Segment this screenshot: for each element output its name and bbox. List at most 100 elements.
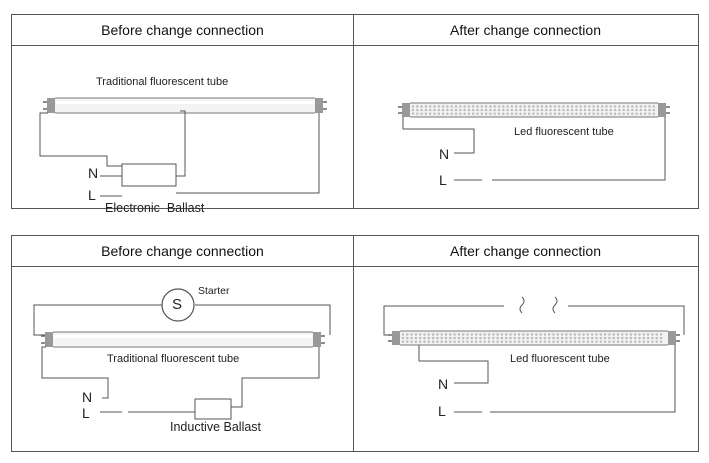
led-chip <box>613 108 617 112</box>
led-chip <box>652 112 655 115</box>
led-chip <box>450 105 453 108</box>
led-chip <box>601 105 604 108</box>
led-chip <box>591 340 594 343</box>
led-chip <box>532 112 535 115</box>
led-chip <box>569 340 572 343</box>
led-chip <box>522 333 525 336</box>
led-chip <box>467 108 471 112</box>
led-chip <box>496 340 499 343</box>
led-chip <box>545 105 548 108</box>
led-chip <box>427 340 430 343</box>
led-chip <box>446 112 449 115</box>
neutral-label: N <box>438 376 449 392</box>
led-chip <box>474 333 478 336</box>
led-chip <box>605 112 608 115</box>
led-chip <box>484 105 488 108</box>
bottom-right-header: After change connection <box>353 236 698 267</box>
neutral-label: N <box>88 165 99 181</box>
tube-label: Led fluorescent tube <box>510 353 610 365</box>
led-chip <box>573 336 577 340</box>
led-chip <box>539 340 542 343</box>
led-chip <box>517 340 521 343</box>
led-chip <box>634 340 637 343</box>
led-chip <box>437 108 440 112</box>
led-chip <box>543 340 547 343</box>
led-chip <box>548 336 551 340</box>
led-chip <box>621 336 624 340</box>
led-chip <box>659 340 663 343</box>
led-chip <box>635 105 638 108</box>
led-chip <box>634 336 637 340</box>
led-chip <box>629 340 633 343</box>
led-chip <box>487 340 491 343</box>
led-chip <box>467 112 471 115</box>
led-chip <box>454 108 458 112</box>
led-chip <box>575 108 578 112</box>
led-chip <box>483 333 486 336</box>
led-chip <box>510 105 514 108</box>
bottom-left-header: Before change connection <box>12 236 353 267</box>
led-chip <box>549 112 552 115</box>
led-chip <box>429 108 432 112</box>
led-chip <box>453 333 456 336</box>
led-chip <box>496 336 499 340</box>
led-chip <box>651 333 654 336</box>
led-chip <box>552 333 555 336</box>
led-chip <box>480 105 483 108</box>
led-chip <box>535 340 538 343</box>
led-chip <box>621 340 624 343</box>
led-chip <box>479 333 482 336</box>
led-chip <box>556 340 559 343</box>
led-chip <box>634 333 637 336</box>
led-chip <box>655 340 658 343</box>
led-chip <box>562 108 565 112</box>
led-chip <box>625 333 628 336</box>
led-chip <box>519 112 522 115</box>
led-chip <box>411 108 415 112</box>
led-chip <box>523 105 526 108</box>
top-column-divider <box>353 15 354 208</box>
led-chip <box>519 105 522 108</box>
led-chip <box>476 105 479 108</box>
led-chip <box>622 112 625 115</box>
led-chip <box>625 336 628 340</box>
led-chip <box>626 112 630 115</box>
led-chip <box>502 108 505 112</box>
top-right-header: After change connection <box>353 15 698 46</box>
led-chip <box>638 336 641 340</box>
led-chip <box>483 336 486 340</box>
led-chip <box>573 333 577 336</box>
led-chip <box>651 336 654 340</box>
led-chip <box>436 340 439 343</box>
led-chip <box>462 333 465 336</box>
led-chip <box>586 340 590 343</box>
led-chip <box>562 105 565 108</box>
led-chip <box>603 333 607 336</box>
led-chip <box>474 340 478 343</box>
led-chip <box>416 105 419 108</box>
led-chip <box>613 105 617 108</box>
led-chip <box>540 105 544 108</box>
led-chip <box>509 336 512 340</box>
led-chip <box>433 112 436 115</box>
led-chip <box>609 105 612 108</box>
led-chip <box>548 333 551 336</box>
led-chip <box>500 340 504 343</box>
led-chip <box>595 340 598 343</box>
led-chip <box>492 340 495 343</box>
led-chip <box>549 105 552 108</box>
led-chip <box>433 105 436 108</box>
led-chip <box>522 336 525 340</box>
led-chip <box>431 336 435 340</box>
bottom-right-diagram: Led fluorescent tube N L <box>354 267 698 451</box>
led-chip <box>457 333 461 336</box>
led-chip <box>484 112 488 115</box>
led-chip <box>517 336 521 340</box>
led-chip <box>543 333 547 336</box>
led-chip <box>601 108 604 112</box>
led-chip <box>401 336 405 340</box>
led-chip <box>566 105 569 108</box>
led-chip <box>582 340 585 343</box>
live-label: L <box>88 187 96 203</box>
led-chip <box>493 108 496 112</box>
